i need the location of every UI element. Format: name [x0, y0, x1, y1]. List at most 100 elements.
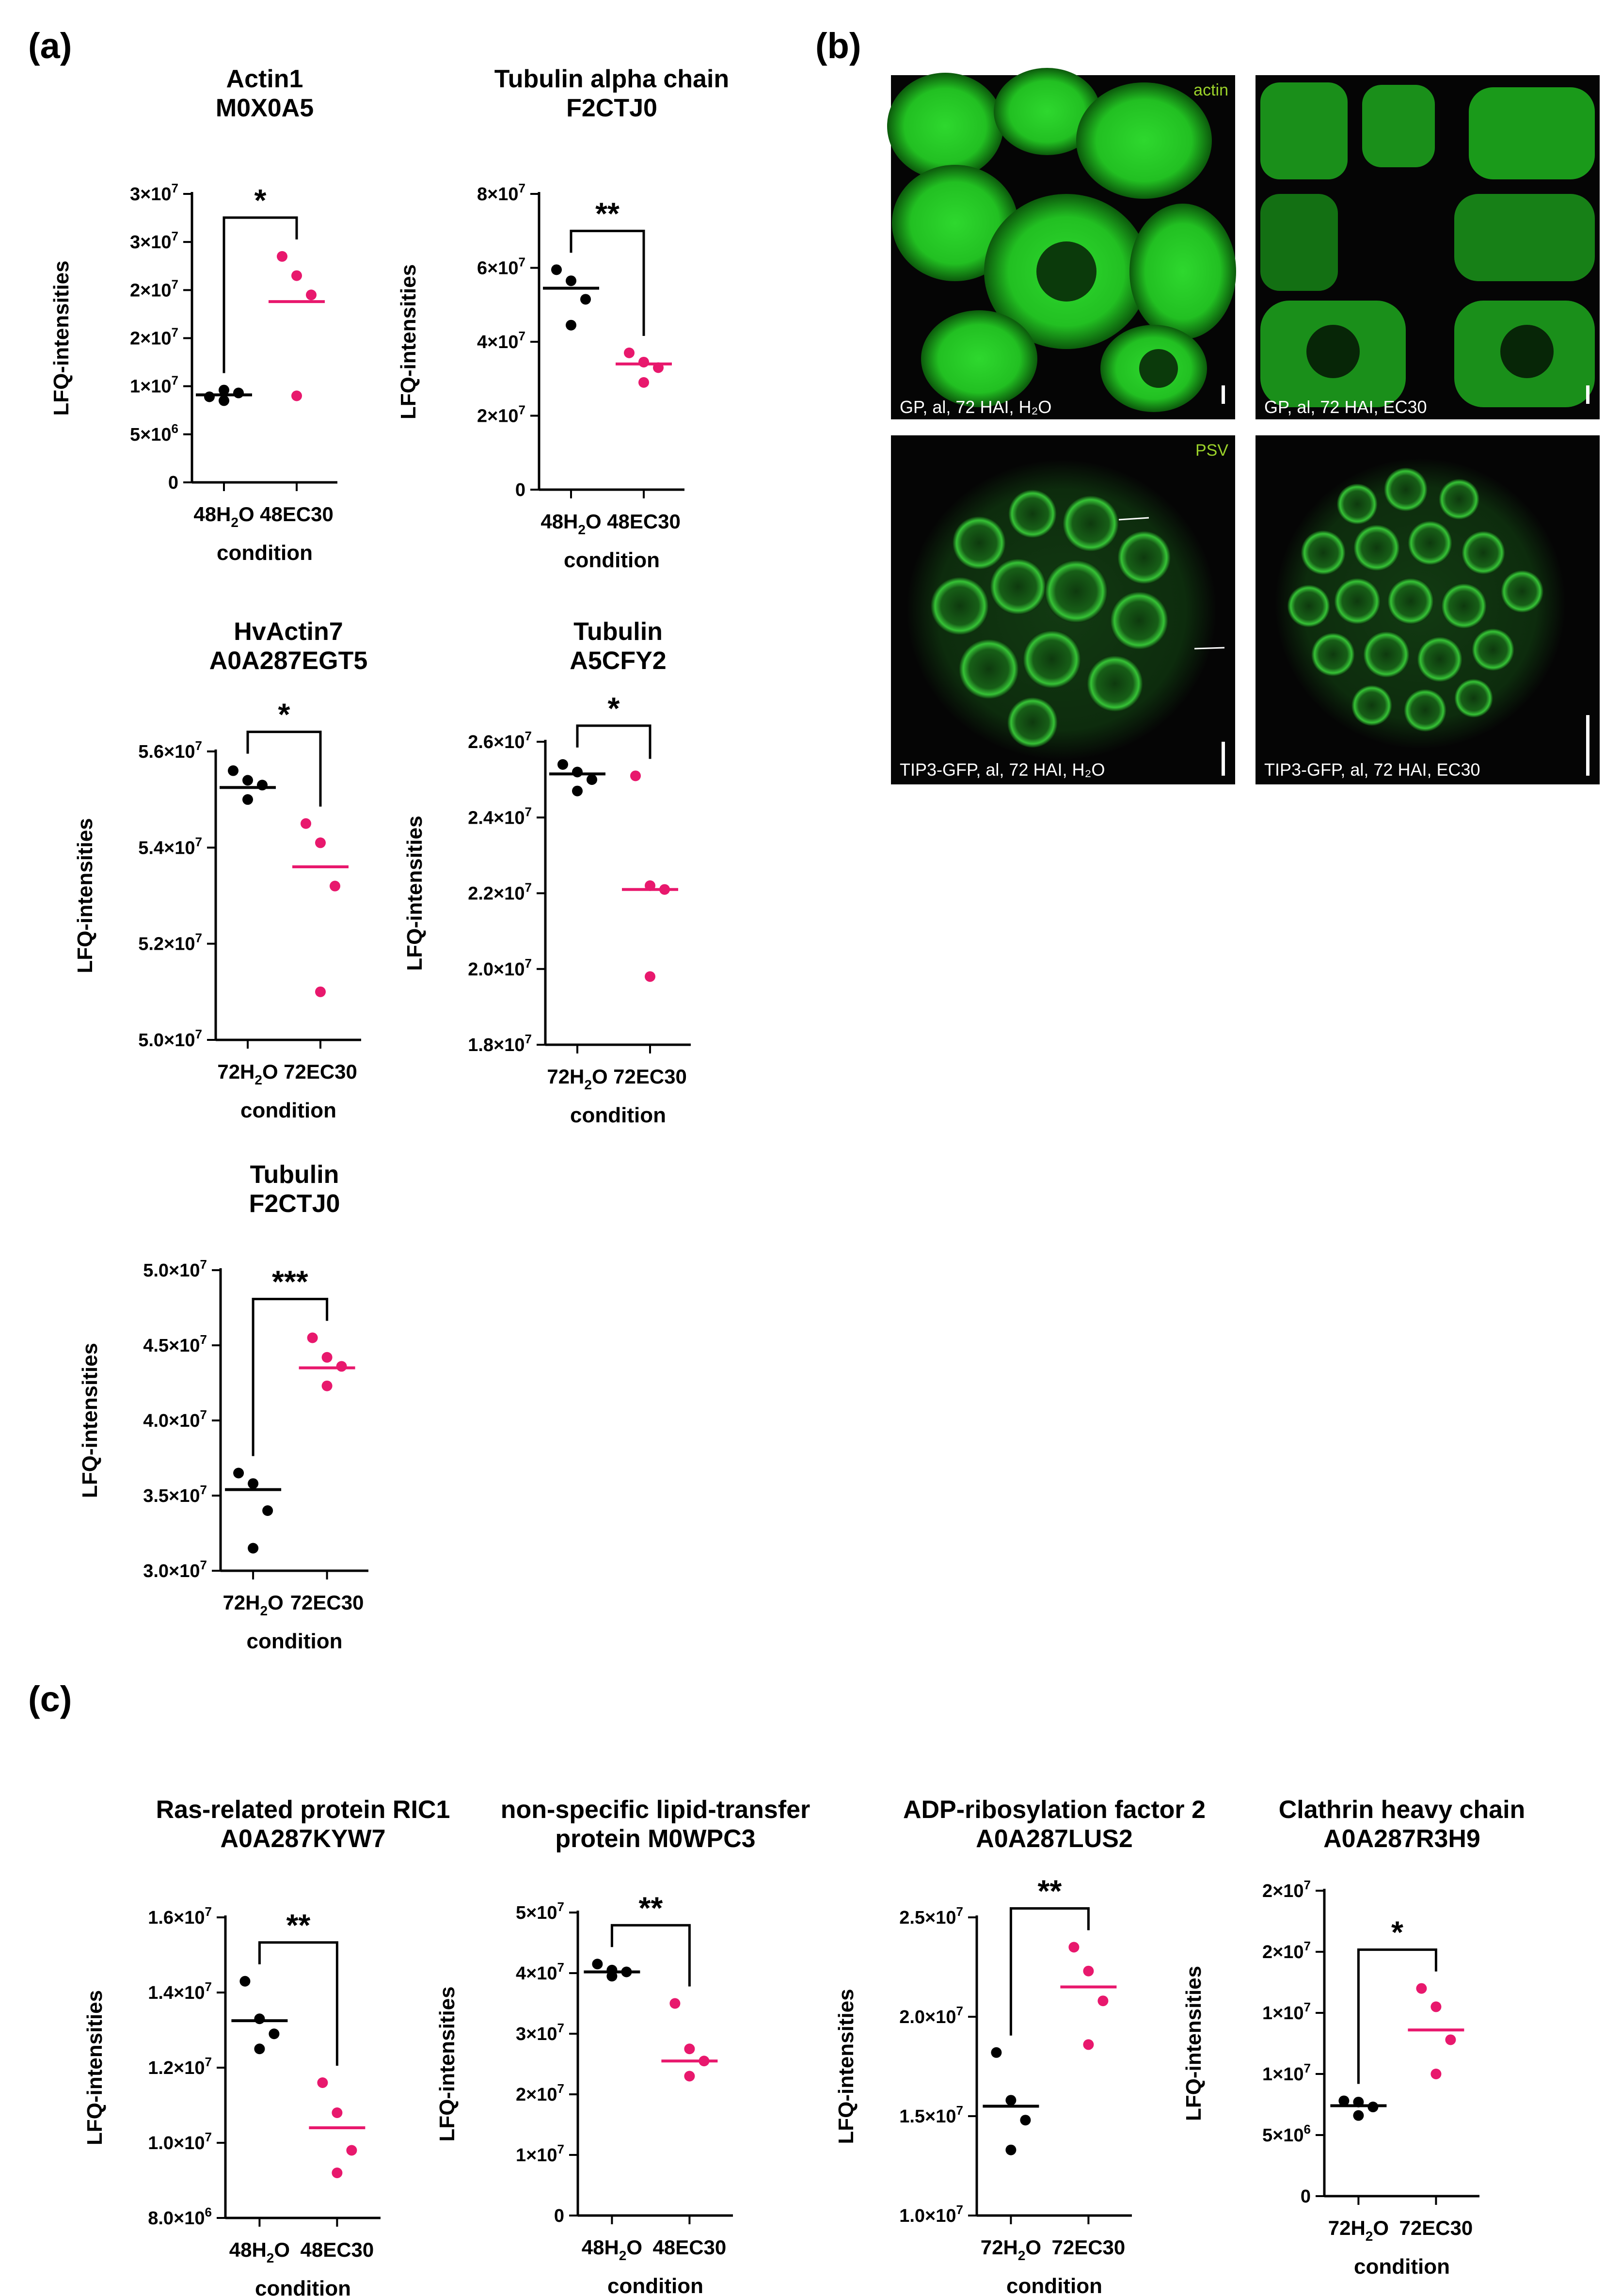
data-point [277, 251, 287, 262]
x-axis-label: condition [255, 2277, 351, 2296]
significance-label: * [278, 697, 290, 732]
vacuole [1353, 525, 1400, 571]
x-category-label: 48H2O [582, 2236, 642, 2263]
chart-title-line: F2CTJ0 [249, 1190, 340, 1218]
scale-bar [1222, 385, 1225, 404]
y-tick-label: 5.2×107 [138, 931, 202, 955]
data-point [291, 390, 302, 401]
data-point [248, 1478, 259, 1489]
chart-title-line: HvActin7 [234, 618, 343, 646]
y-tick-label: 8.0×106 [148, 2205, 212, 2229]
scatter-chart-3: HvActin7A0A287EGT55.0×1075.2×1075.4×1075… [73, 618, 367, 1122]
y-tick-label: 6×107 [477, 255, 525, 279]
y-axis-label: LFQ-intensities [49, 260, 73, 415]
vacuole [1417, 637, 1462, 682]
micrograph-grid: GP, al, 72 HAI, H₂O actin GP, al, 72 HAI… [887, 68, 1600, 784]
x-category-label: 72EC30 [1052, 2236, 1126, 2259]
vacuole [1439, 479, 1479, 520]
data-point [301, 818, 311, 829]
vacuole [1008, 490, 1057, 538]
y-axis-label: LFQ-intensities [435, 1986, 459, 2141]
vacuole [1117, 531, 1171, 584]
significance-bracket [246, 731, 322, 807]
chart-title-line: A0A287EGT5 [209, 647, 368, 675]
data-point [330, 880, 340, 892]
data-point [254, 2013, 265, 2025]
data-point [321, 1380, 333, 1391]
significance-bracket [570, 229, 645, 336]
nucleus [1306, 325, 1360, 378]
x-axis-label: condition [217, 541, 313, 565]
y-axis-label: LFQ-intensities [397, 264, 420, 419]
vacuole [1023, 630, 1081, 688]
data-point [248, 1543, 259, 1554]
data-point [1353, 2110, 1364, 2121]
vacuole [1384, 468, 1428, 511]
data-point [606, 1971, 618, 1982]
cell [892, 165, 1018, 281]
chart-title-line: non-specific lipid-transfer [501, 1796, 810, 1824]
y-tick-label: 5×106 [1262, 2122, 1311, 2146]
chart-title-line: Tubulin [573, 618, 663, 646]
x-category-label: 72EC30 [284, 1060, 357, 1083]
data-point [630, 770, 641, 781]
data-point [566, 319, 576, 331]
y-tick-label: 4×107 [516, 1960, 564, 1984]
data-point [1068, 1942, 1080, 1953]
y-tick-label: 1.4×107 [148, 1979, 212, 2003]
y-tick-label: 3.0×107 [143, 1558, 207, 1581]
panel-label-a: (a) [28, 26, 72, 66]
chart-title-line: A0A287LUS2 [976, 1825, 1133, 1853]
data-point [262, 1505, 273, 1516]
vacuole [1301, 530, 1346, 575]
x-axis-label: condition [1006, 2274, 1102, 2296]
data-point [572, 785, 583, 797]
y-tick-label: 3×107 [516, 2021, 564, 2044]
vacuole [1063, 495, 1119, 552]
data-point [336, 1361, 347, 1372]
x-category-label: 72EC30 [290, 1591, 364, 1614]
scatter-chart-9: Clathrin heavy chainA0A287R3H905×1061×10… [1182, 1796, 1525, 2279]
data-point [572, 766, 583, 778]
data-point [1416, 1983, 1427, 1994]
data-point [332, 2107, 343, 2118]
y-axis-label: LFQ-intensities [403, 815, 427, 971]
scatter-chart-4: TubulinA5CFY21.8×1072.0×1072.2×1072.4×10… [403, 618, 691, 1127]
x-category-label: 72H2O [217, 1060, 278, 1087]
y-tick-label: 1×107 [516, 2142, 564, 2166]
vacuole [1351, 685, 1392, 726]
significance-bracket [222, 216, 298, 373]
scatter-chart-1: Actin1M0X0A505×1061×1072×1072×1073×1073×… [49, 65, 337, 565]
y-tick-label: 5.6×107 [138, 738, 202, 762]
vacuole [1287, 585, 1330, 627]
micrograph-caption: TIP3-GFP, al, 72 HAI, EC30 [1264, 760, 1480, 780]
x-category-label: 72EC30 [1399, 2216, 1473, 2239]
scatter-chart-6: Ras-related protein RIC1A0A287KYW78.0×10… [83, 1796, 450, 2296]
significance-label: ** [286, 1908, 310, 1943]
chart-title-line: protein M0WPC3 [555, 1825, 755, 1853]
cell [994, 68, 1100, 155]
data-point [551, 264, 562, 275]
y-tick-label: 1.6×107 [148, 1904, 212, 1928]
y-tick-label: 0 [554, 2206, 564, 2226]
y-axis-label: LFQ-intensities [834, 1989, 858, 2144]
vacuole [953, 516, 1006, 570]
data-point [587, 774, 597, 785]
significance-label: ** [595, 196, 620, 231]
y-tick-label: 2.4×107 [468, 804, 532, 828]
data-point [242, 775, 253, 786]
data-point [242, 794, 253, 805]
y-tick-label: 1×107 [130, 373, 178, 397]
vacuole [1045, 560, 1108, 623]
micrograph-actin-h2o: GP, al, 72 HAI, H₂O actin [887, 68, 1236, 419]
data-point [580, 294, 591, 305]
vacuole [1472, 628, 1514, 671]
x-axis-label: condition [240, 1099, 336, 1122]
y-tick-label: 4.5×107 [143, 1332, 207, 1356]
data-point [315, 837, 326, 848]
vacuole [1007, 697, 1058, 748]
nucleus [1036, 241, 1097, 302]
data-point [233, 1467, 244, 1479]
data-point [321, 1352, 333, 1363]
vacuole [931, 577, 989, 635]
